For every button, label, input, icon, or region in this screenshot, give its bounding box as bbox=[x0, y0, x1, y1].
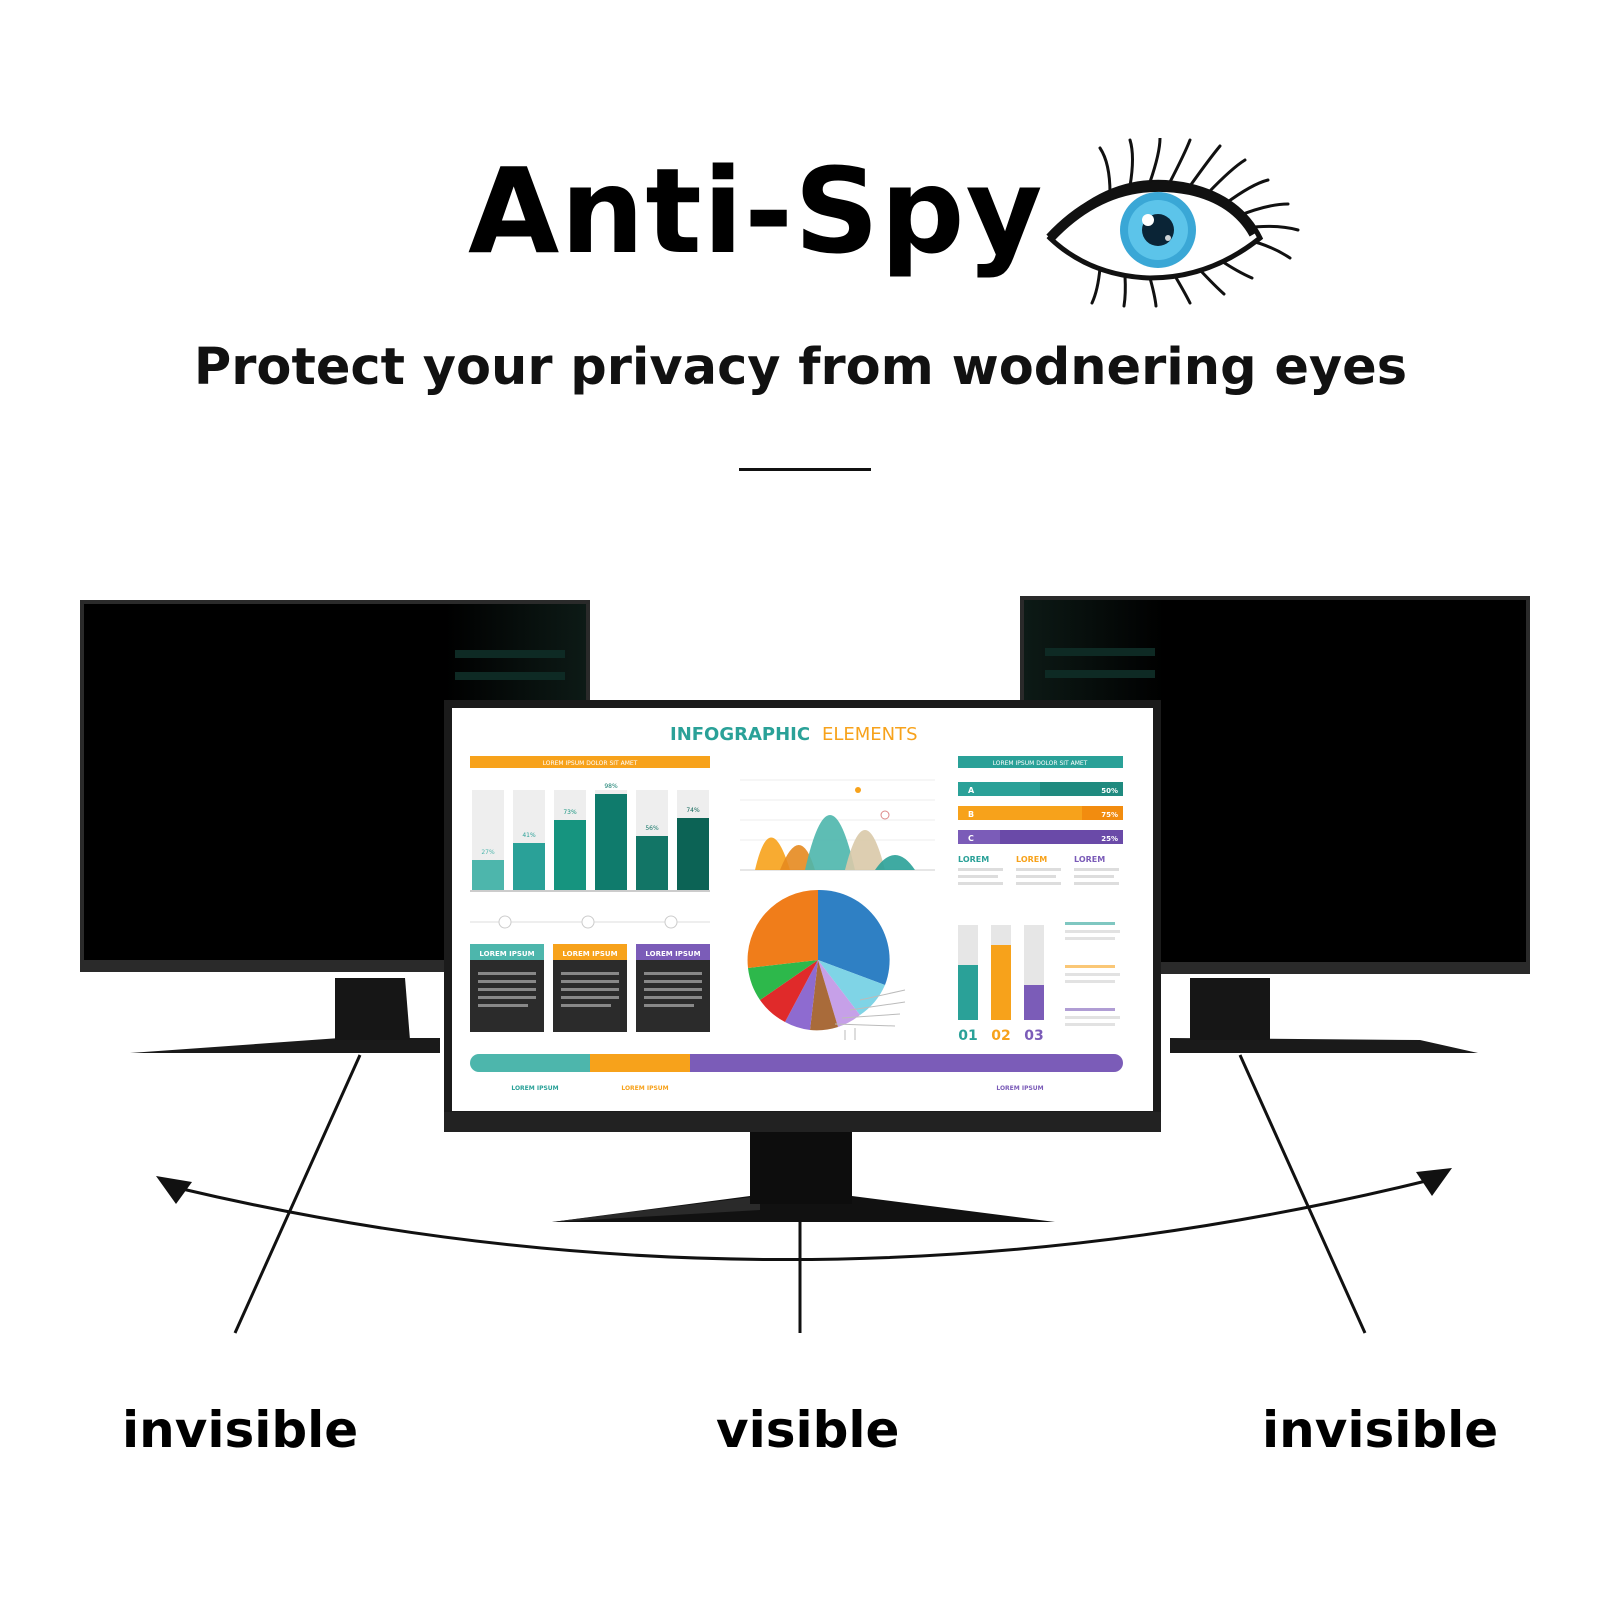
divider bbox=[739, 468, 871, 471]
pointer-line-left bbox=[233, 1054, 362, 1334]
card-title-1: LOREM IPSUM bbox=[479, 950, 534, 958]
label-center-visible: visible bbox=[716, 1401, 900, 1459]
progress-value-b: 75% bbox=[1101, 811, 1118, 819]
pillar-number-3: 03 bbox=[1024, 1028, 1043, 1044]
progress-letter-a: A bbox=[968, 786, 975, 795]
pointer-line-right bbox=[1238, 1054, 1367, 1334]
eye-icon bbox=[1046, 138, 1300, 308]
infographic-screen: INFOGRAPHIC ELEMENTS LOREM IPSUM DOLOR S… bbox=[470, 724, 1123, 1092]
progress-letter-c: C bbox=[968, 834, 974, 843]
bar-value-4: 98% bbox=[604, 783, 618, 790]
bar-chart: 27% 41% 73% 98% 56% 74% bbox=[470, 783, 710, 892]
bar-value-6: 74% bbox=[686, 807, 700, 814]
lorem-col-3: LOREM bbox=[1074, 855, 1105, 864]
progress-label: LOREM IPSUM DOLOR SIT AMET bbox=[993, 760, 1088, 767]
page-title: Anti-Spy bbox=[468, 142, 1044, 280]
progress-value-a: 50% bbox=[1101, 787, 1118, 795]
timeline-label-1: LOREM IPSUM bbox=[511, 1085, 558, 1092]
bar-value-5: 56% bbox=[645, 825, 659, 832]
timeline-bar: LOREM IPSUM LOREM IPSUM LOREM IPSUM bbox=[470, 1054, 1123, 1092]
lorem-col-2: LOREM bbox=[1016, 855, 1047, 864]
infographic-heading-2: ELEMENTS bbox=[822, 724, 918, 745]
area-chart bbox=[740, 779, 935, 871]
viewing-angle-arc bbox=[156, 1168, 1452, 1261]
label-right-invisible: invisible bbox=[1262, 1401, 1499, 1459]
arrow-left-icon bbox=[156, 1176, 192, 1204]
lorem-col-1: LOREM bbox=[958, 855, 989, 864]
infographic-heading-1: INFOGRAPHIC bbox=[670, 724, 810, 745]
arrow-right-icon bbox=[1416, 1168, 1452, 1196]
pillar-number-2: 02 bbox=[991, 1028, 1010, 1044]
cards: LOREM IPSUM LOREM IPSUM LOREM IPSUM bbox=[470, 915, 710, 1032]
pie-chart bbox=[747, 889, 906, 1040]
bar-value-2: 41% bbox=[522, 832, 536, 839]
title-row: Anti-Spy bbox=[0, 138, 1601, 308]
pillar-chart: 01 02 03 bbox=[958, 922, 1120, 1044]
timeline-label-2: LOREM IPSUM bbox=[621, 1085, 668, 1092]
pillar-number-1: 01 bbox=[958, 1028, 977, 1044]
progress-letter-b: B bbox=[968, 810, 974, 819]
subtitle: Protect your privacy from wodnering eyes bbox=[193, 338, 1408, 397]
bar-value-1: 27% bbox=[481, 849, 495, 856]
card-title-3: LOREM IPSUM bbox=[645, 950, 700, 958]
bar-value-3: 73% bbox=[563, 809, 577, 816]
card-title-2: LOREM IPSUM bbox=[562, 950, 617, 958]
progress-value-c: 25% bbox=[1101, 835, 1118, 843]
timeline-label-3: LOREM IPSUM bbox=[996, 1085, 1043, 1092]
progress-bars: A 50% B 75% C 25% bbox=[958, 782, 1123, 844]
bars-label: LOREM IPSUM DOLOR SIT AMET bbox=[543, 760, 638, 767]
label-left-invisible: invisible bbox=[122, 1401, 359, 1459]
